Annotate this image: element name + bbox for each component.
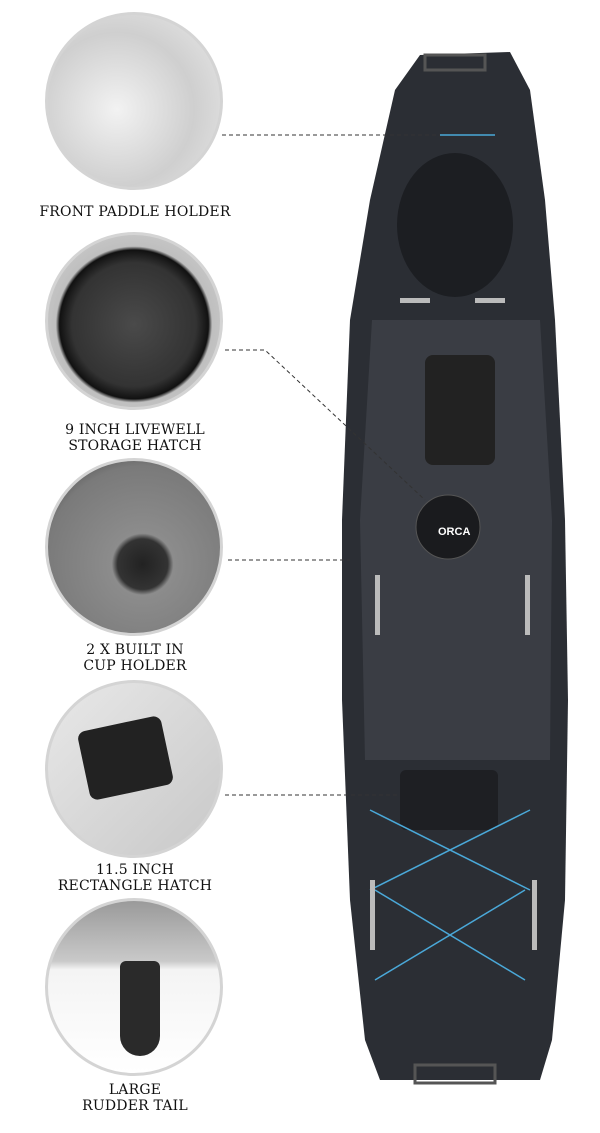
bungee-cords [369, 134, 531, 981]
paddle-holder-photo [45, 12, 223, 190]
rectangle-hatch-lid [76, 714, 175, 802]
rudder-blade [120, 961, 160, 1056]
label-line: 2 X BUILT IN [86, 642, 184, 658]
kayak-hull [342, 52, 568, 1085]
rectangle-hatch [400, 770, 498, 830]
label-line: 9 INCH LIVEWELL [65, 422, 205, 438]
cup-holder-photo [45, 458, 223, 636]
front-hatch [397, 153, 513, 297]
seat-mount [425, 355, 495, 465]
label-line: LARGE [108, 1082, 162, 1098]
livewell-hatch [415, 494, 481, 560]
label-paddle-holder: FRONT PADDLE HOLDER [0, 204, 270, 220]
orca-logo: ORCA [438, 526, 470, 538]
label-line: RUDDER TAIL [82, 1098, 188, 1114]
front-handle [423, 53, 487, 72]
label-line: CUP HOLDER [83, 658, 187, 674]
label-line: FRONT PADDLE HOLDER [39, 204, 231, 220]
label-line: RECTANGLE HATCH [57, 878, 213, 894]
livewell-hatch-photo [45, 232, 223, 410]
rudder-photo [45, 898, 223, 1076]
label-line: STORAGE HATCH [68, 438, 202, 454]
rectangle-hatch-photo [45, 680, 223, 858]
label-line: 11.5 INCH [95, 862, 175, 878]
rear-handle [413, 1063, 497, 1085]
